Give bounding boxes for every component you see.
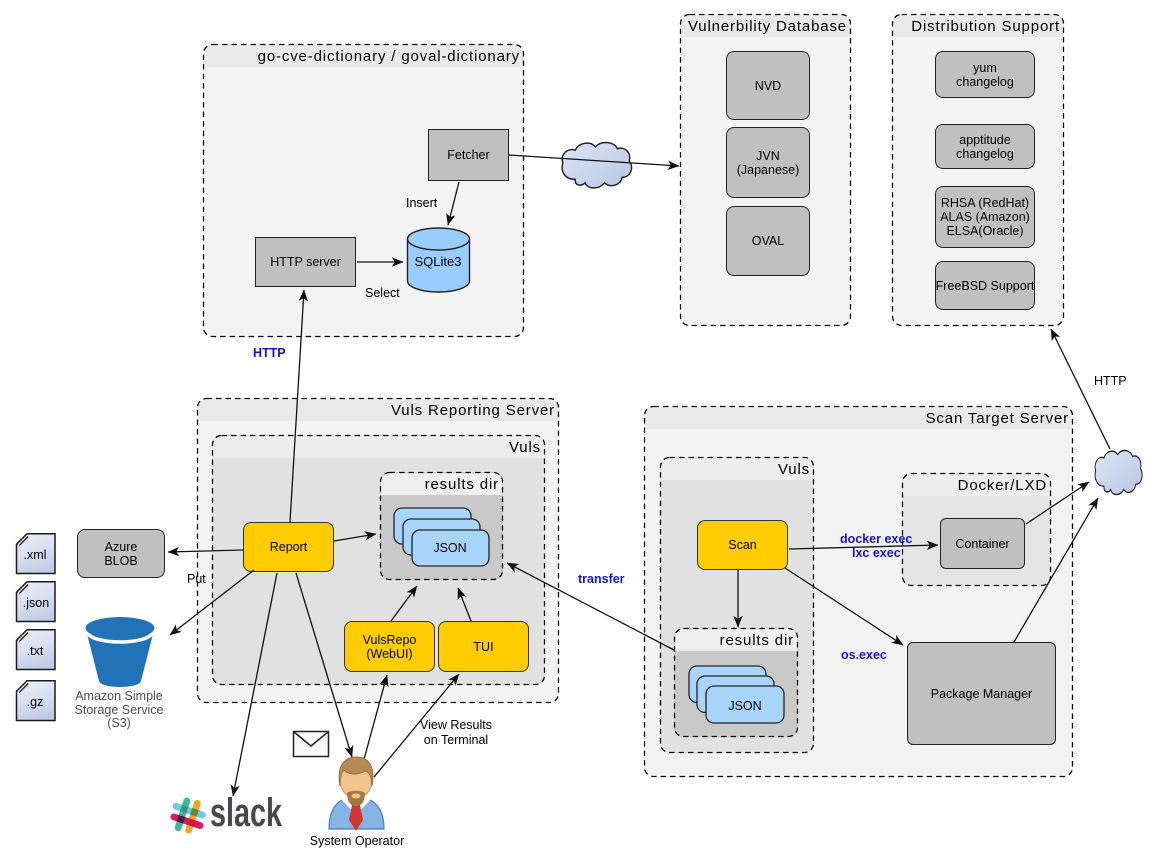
svg-text:.json: .json: [23, 596, 49, 610]
svg-text:.xml: .xml: [24, 548, 47, 562]
svg-text:.gz: .gz: [27, 695, 44, 709]
svg-text:slack: slack: [210, 791, 283, 835]
svg-text:.txt: .txt: [27, 644, 44, 658]
